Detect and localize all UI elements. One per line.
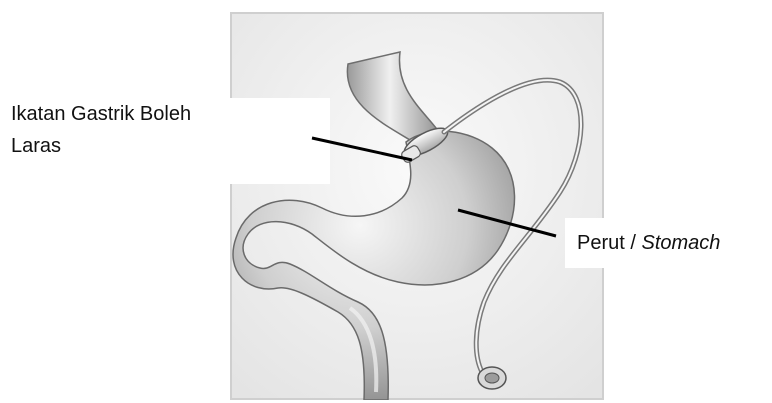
gastric-band-label-line2: Laras [11, 130, 330, 162]
access-port [478, 367, 506, 389]
gastric-band-label: Ikatan Gastrik Boleh Laras [0, 98, 330, 184]
stomach-label-malay: Perut / [577, 232, 641, 254]
gastric-band-label-line1: Ikatan Gastrik Boleh [11, 98, 330, 130]
stomach-label: Perut / Stomach [565, 218, 772, 268]
stomach-label-english: Stomach [641, 232, 720, 254]
stomach-illustration [230, 12, 604, 400]
